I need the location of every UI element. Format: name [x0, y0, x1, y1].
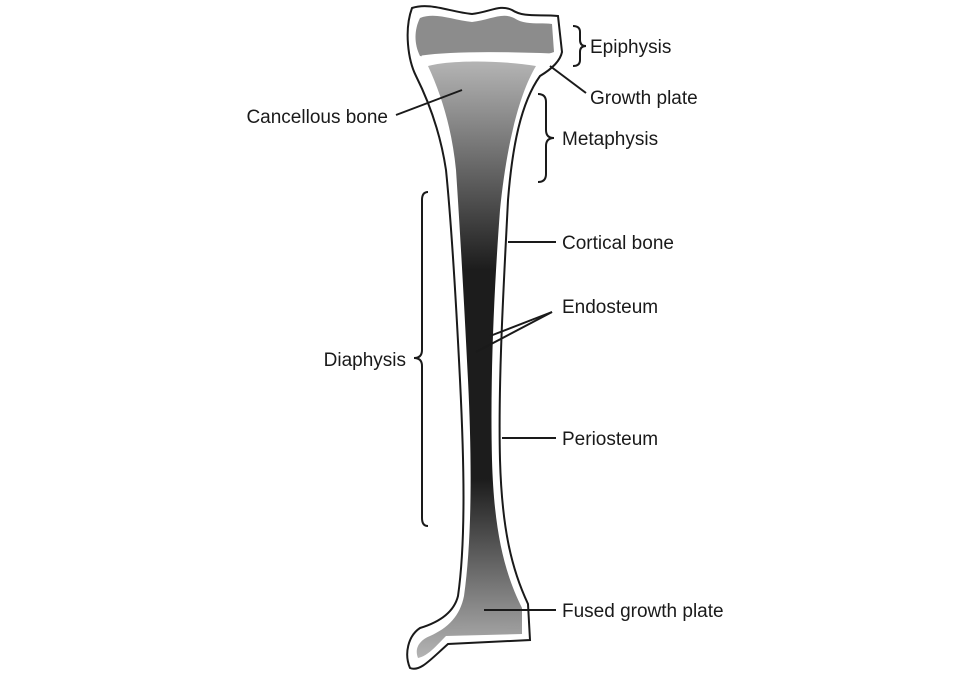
epiphysis-brace: [572, 25, 587, 67]
label-cancellous-bone: Cancellous bone: [246, 107, 388, 128]
endosteum-leader-1: [489, 311, 553, 337]
diaphysis-brace: [413, 191, 429, 527]
label-periosteum: Periosteum: [562, 429, 658, 450]
label-fused-growth-plate: Fused growth plate: [562, 601, 724, 622]
label-endosteum: Endosteum: [562, 297, 658, 318]
endosteum-leader-2: [475, 311, 553, 353]
label-cortical-bone: Cortical bone: [562, 233, 674, 254]
medullary-region: [416, 61, 536, 658]
cancellous-bone-leader: [395, 89, 463, 116]
metaphysis-brace: [537, 93, 555, 183]
label-epiphysis: Epiphysis: [590, 37, 671, 58]
label-metaphysis: Metaphysis: [562, 129, 658, 150]
growth-plate-leader: [549, 65, 587, 94]
label-diaphysis: Diaphysis: [324, 350, 406, 371]
epiphysis-region: [415, 15, 554, 57]
label-growth-plate: Growth plate: [590, 88, 698, 109]
fused-growth-plate-line: [449, 625, 521, 629]
growth-plate-line: [421, 52, 553, 61]
